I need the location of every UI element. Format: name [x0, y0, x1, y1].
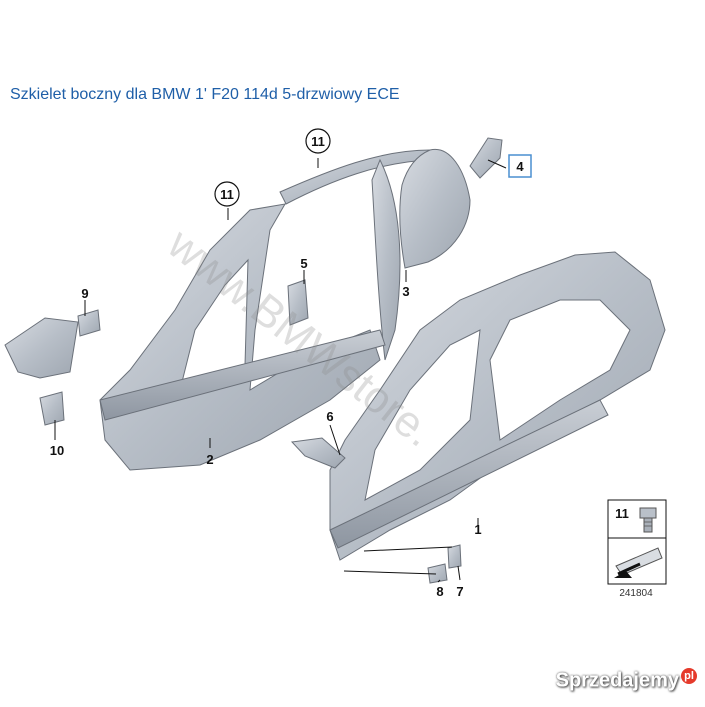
part-3-inner-edge: [371, 158, 401, 361]
callout-1: 1: [474, 522, 481, 537]
callout-10: 10: [50, 443, 64, 458]
callout-8: 8: [436, 584, 443, 599]
arrow-icon: [614, 547, 663, 578]
leader-lines: [54, 158, 507, 583]
callout-3: 3: [402, 284, 409, 299]
part-8-bracket: [427, 563, 448, 584]
part-7-bracket: [447, 544, 462, 569]
site-logo-text: Sprzedajemy: [555, 670, 679, 692]
part-2-sill: [99, 329, 386, 421]
part-5-bracket: [287, 279, 309, 326]
callout-11-circle-b: [214, 181, 240, 207]
part-10-bracket: [39, 391, 65, 426]
legend-box: 11 241804: [607, 499, 667, 599]
diagram-number: 241804: [619, 588, 653, 599]
part-6-bracket: [290, 437, 346, 469]
callout-7: 7: [456, 584, 463, 599]
callout-11-circle-a: [305, 128, 331, 154]
part-plate-left: [4, 317, 79, 379]
bolt-icon: [639, 507, 657, 533]
part-1-side-frame: [329, 251, 666, 561]
callout-9: 9: [81, 286, 88, 301]
callout-11-a: 11: [311, 134, 325, 149]
part-1-sill: [329, 399, 609, 549]
part-3-rear-quarter: [399, 148, 471, 269]
callout-11-b: 11: [220, 187, 234, 202]
callout-6: 6: [326, 409, 333, 424]
diagram-title: Szkielet boczny dla BMW 1' F20 114d 5-dr…: [10, 86, 400, 103]
callout-4-box: [508, 154, 532, 178]
site-logo-suffix: pl: [681, 668, 697, 685]
legend-number: 11: [615, 506, 629, 521]
callout-5: 5: [300, 256, 307, 271]
callout-2: 2: [206, 452, 213, 467]
part-4-bracket: [469, 137, 503, 179]
callout-4: 4: [516, 159, 524, 174]
part-9-bracket: [77, 309, 101, 337]
